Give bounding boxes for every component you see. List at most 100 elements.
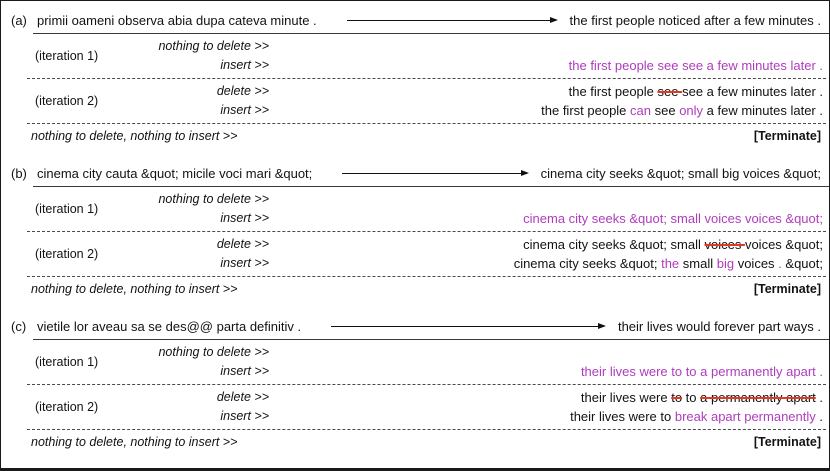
terminate-row: nothing to delete, nothing to insert >> [… <box>1 430 829 454</box>
right-arrow-icon <box>342 169 530 176</box>
iteration-block: (iteration 1) nothing to delete >> insert … <box>1 34 829 78</box>
operation-output <box>269 37 823 56</box>
inserted-token: the <box>661 256 680 271</box>
operation-label: delete >> <box>216 84 269 98</box>
operation-label: nothing to delete >> <box>158 192 269 206</box>
iteration-block: (iteration 1) nothing to delete >> insert … <box>1 340 829 384</box>
dashed-separator <box>27 429 826 430</box>
example-section: (a) primii oameni observa abia dupa catev… <box>1 8 829 148</box>
source-underline-rule <box>33 186 829 187</box>
operation-output: the first people see see a few minutes l… <box>269 56 823 75</box>
inserted-token: big <box>716 256 735 271</box>
plain-token: cinema city seeks &quot; <box>513 256 662 271</box>
operation-label: delete >> <box>216 237 269 251</box>
dashed-separator <box>27 384 826 385</box>
plain-token: . <box>815 409 823 424</box>
operation-output: cinema city seeks &quot; small voices vo… <box>269 209 823 228</box>
terminate-condition-label: nothing to delete, nothing to insert >> <box>31 282 238 296</box>
operation-output <box>269 343 823 362</box>
target-sentence: the first people noticed after a few min… <box>569 13 821 28</box>
plain-token: voices &quot; <box>744 237 823 252</box>
operation-output: cinema city seeks &quot; the small big v… <box>269 254 823 273</box>
iteration-label: (iteration 2) <box>35 400 99 414</box>
plain-token: small <box>679 256 717 271</box>
source-sentence: primii oameni observa abia dupa cateva m… <box>37 13 317 28</box>
source-sentence: cinema city cauta &quot; micile voci mar… <box>37 166 313 181</box>
target-sentence: their lives would forever part ways . <box>617 319 821 334</box>
plain-token: their lives were <box>580 390 672 405</box>
dashed-separator <box>27 123 826 124</box>
iteration-block: (iteration 2)delete >>the first people s… <box>1 79 829 123</box>
plain-token: . <box>815 390 823 405</box>
operation-label: insert >> <box>220 364 269 378</box>
operation-label: insert >> <box>220 211 269 225</box>
source-underline-rule <box>33 339 829 340</box>
terminate-badge: [Terminate] <box>753 282 821 296</box>
inserted-token: only <box>679 103 704 118</box>
right-arrow-icon <box>346 16 558 23</box>
deleted-token: see <box>657 84 683 99</box>
plain-token: their lives were to <box>570 409 675 424</box>
operation-output: the first people see see a few minutes l… <box>269 82 823 101</box>
operation-label: insert >> <box>220 256 269 270</box>
inserted-token: . <box>778 256 782 271</box>
terminate-row: nothing to delete, nothing to insert >>[… <box>1 124 829 148</box>
iteration-label: (iteration 2) <box>35 94 99 108</box>
plain-token: voices <box>734 256 779 271</box>
operation-label: delete >> <box>216 390 269 404</box>
terminate-row: nothing to delete, nothing to insert >> [… <box>1 277 829 301</box>
inserted-token: the first people see see a few minutes l… <box>568 58 823 73</box>
inserted-token: cinema city seeks &quot; small voices vo… <box>523 211 823 226</box>
source-target-row: (b) cinema city cauta &quot; micile voci … <box>1 161 829 186</box>
deleted-token: a permanently apart <box>700 390 816 405</box>
example-section: (c) vietile lor aveau sa se des@@ parta d… <box>1 314 829 454</box>
iteration-block: (iteration 1) nothing to delete >> insert … <box>1 187 829 231</box>
target-sentence: cinema city seeks &quot; small big voice… <box>540 166 821 181</box>
operation-label: nothing to delete >> <box>158 39 269 53</box>
plain-token: see <box>651 103 680 118</box>
plain-token: a few minutes later . <box>703 103 823 118</box>
operation-output: the first people can see only a few minu… <box>269 101 823 120</box>
section-label: (c) <box>11 319 27 334</box>
source-target-row: (a) primii oameni observa abia dupa catev… <box>1 8 829 33</box>
section-label: (a) <box>11 13 27 28</box>
terminate-badge: [Terminate] <box>753 435 821 449</box>
terminate-condition-label: nothing to delete, nothing to insert >> <box>31 129 238 143</box>
inserted-token: can <box>630 103 651 118</box>
operation-output: their lives were to to a permanently apa… <box>269 362 823 381</box>
iteration-block: (iteration 2)delete >>cinema city seeks … <box>1 232 829 276</box>
operation-label: insert >> <box>220 103 269 117</box>
plain-token: the first people <box>541 103 631 118</box>
inserted-token: their lives were to to a permanently apa… <box>580 364 823 379</box>
source-target-row: (c) vietile lor aveau sa se des@@ parta d… <box>1 314 829 339</box>
iteration-label: (iteration 2) <box>35 247 99 261</box>
source-sentence: vietile lor aveau sa se des@@ parta defi… <box>37 319 302 334</box>
example-section: (b) cinema city cauta &quot; micile voci … <box>1 161 829 301</box>
iteration-block: (iteration 2)delete >>their lives were t… <box>1 385 829 429</box>
source-underline-rule <box>33 33 829 34</box>
operation-label: insert >> <box>220 409 269 423</box>
plain-token: to <box>682 390 701 405</box>
plain-token: cinema city seeks &quot; small <box>523 237 705 252</box>
dashed-separator <box>27 231 826 232</box>
plain-token: &quot; <box>781 256 823 271</box>
iteration-label: (iteration 1) <box>35 202 99 216</box>
right-arrow-icon <box>331 322 606 329</box>
dashed-separator <box>27 78 826 79</box>
deleted-token: to <box>671 390 683 405</box>
terminate-condition-label: nothing to delete, nothing to insert >> <box>31 435 238 449</box>
operation-output <box>269 190 823 209</box>
operation-label: nothing to delete >> <box>158 345 269 359</box>
dashed-separator <box>27 276 826 277</box>
operation-output: cinema city seeks &quot; small voices vo… <box>269 235 823 254</box>
operation-label: insert >> <box>220 58 269 72</box>
deleted-token: voices <box>704 237 745 252</box>
plain-token: the first people <box>568 84 658 99</box>
operation-output: their lives were to break apart permanen… <box>269 407 823 426</box>
section-label: (b) <box>11 166 27 181</box>
plain-token: see a few minutes later . <box>682 84 823 99</box>
iteration-label: (iteration 1) <box>35 49 99 63</box>
operation-output: their lives were to to a permanently apa… <box>269 388 823 407</box>
iteration-label: (iteration 1) <box>35 355 99 369</box>
